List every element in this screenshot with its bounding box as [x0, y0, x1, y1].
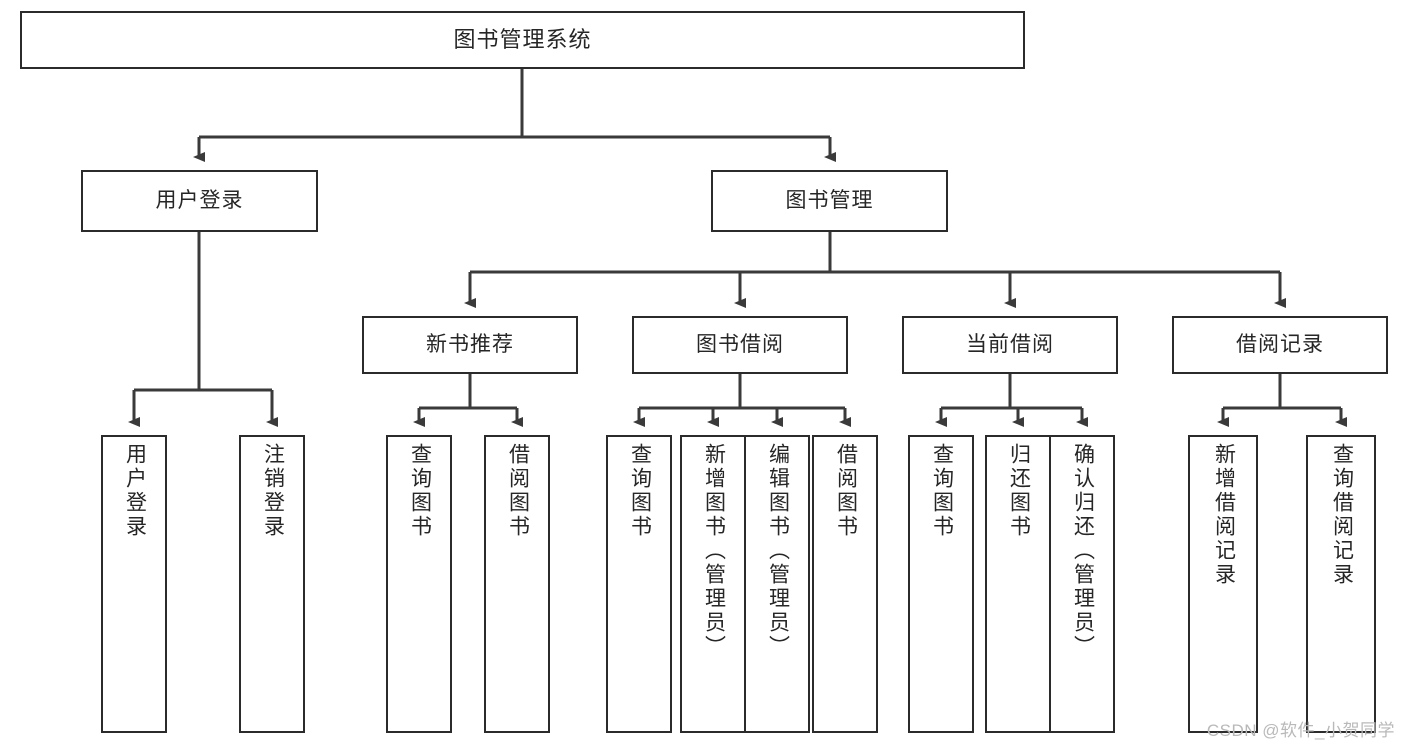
node-leaf-query-record[interactable]: 查询借阅记录 — [1306, 435, 1376, 733]
node-leaf-return-book-label: 归还图书 — [1007, 443, 1031, 539]
node-leaf-add-book[interactable]: 新增图书（管理员） — [680, 435, 746, 733]
node-leaf-edit-book[interactable]: 编辑图书（管理员） — [744, 435, 810, 733]
node-leaf-query-book-3[interactable]: 查询图书 — [908, 435, 974, 733]
node-root[interactable]: 图书管理系统 — [20, 11, 1025, 69]
node-book-manage-label: 图书管理 — [785, 189, 874, 213]
node-leaf-user-logout-label: 注销登录 — [261, 443, 285, 539]
node-leaf-query-record-label: 查询借阅记录 — [1330, 443, 1354, 587]
node-book-borrow[interactable]: 图书借阅 — [632, 316, 848, 374]
node-user-login-label: 用户登录 — [155, 189, 244, 213]
node-leaf-add-record-label: 新增借阅记录 — [1212, 443, 1236, 587]
node-current-borrow[interactable]: 当前借阅 — [902, 316, 1118, 374]
node-book-manage[interactable]: 图书管理 — [711, 170, 948, 232]
node-leaf-borrow-book-1-label: 借阅图书 — [506, 443, 530, 539]
node-leaf-borrow-book-2-label: 借阅图书 — [834, 443, 858, 539]
node-leaf-borrow-book-2[interactable]: 借阅图书 — [812, 435, 878, 733]
watermark: CSDN @软件_小贺同学 — [1206, 721, 1395, 740]
node-current-borrow-label: 当前借阅 — [966, 333, 1054, 357]
node-leaf-confirm-return-label: 确认归还（管理员） — [1071, 443, 1095, 659]
node-leaf-add-record[interactable]: 新增借阅记录 — [1188, 435, 1258, 733]
node-new-book-rec-label: 新书推荐 — [426, 333, 514, 357]
node-user-login[interactable]: 用户登录 — [81, 170, 318, 232]
node-borrow-record-label: 借阅记录 — [1236, 333, 1324, 357]
node-leaf-borrow-book-1[interactable]: 借阅图书 — [484, 435, 550, 733]
node-leaf-user-login-label: 用户登录 — [123, 443, 147, 539]
node-leaf-user-login[interactable]: 用户登录 — [101, 435, 167, 733]
node-leaf-query-book-1-label: 查询图书 — [408, 443, 432, 539]
node-book-borrow-label: 图书借阅 — [696, 333, 784, 357]
node-leaf-query-book-3-label: 查询图书 — [930, 443, 954, 539]
node-leaf-query-book-2-label: 查询图书 — [628, 443, 652, 539]
node-leaf-add-book-label: 新增图书（管理员） — [702, 443, 726, 659]
node-root-label: 图书管理系统 — [453, 26, 592, 52]
node-leaf-confirm-return[interactable]: 确认归还（管理员） — [1049, 435, 1115, 733]
node-leaf-query-book-1[interactable]: 查询图书 — [386, 435, 452, 733]
node-leaf-edit-book-label: 编辑图书（管理员） — [766, 443, 790, 659]
node-new-book-rec[interactable]: 新书推荐 — [362, 316, 578, 374]
node-borrow-record[interactable]: 借阅记录 — [1172, 316, 1388, 374]
node-leaf-user-logout[interactable]: 注销登录 — [239, 435, 305, 733]
node-leaf-query-book-2[interactable]: 查询图书 — [606, 435, 672, 733]
node-leaf-return-book[interactable]: 归还图书 — [985, 435, 1051, 733]
